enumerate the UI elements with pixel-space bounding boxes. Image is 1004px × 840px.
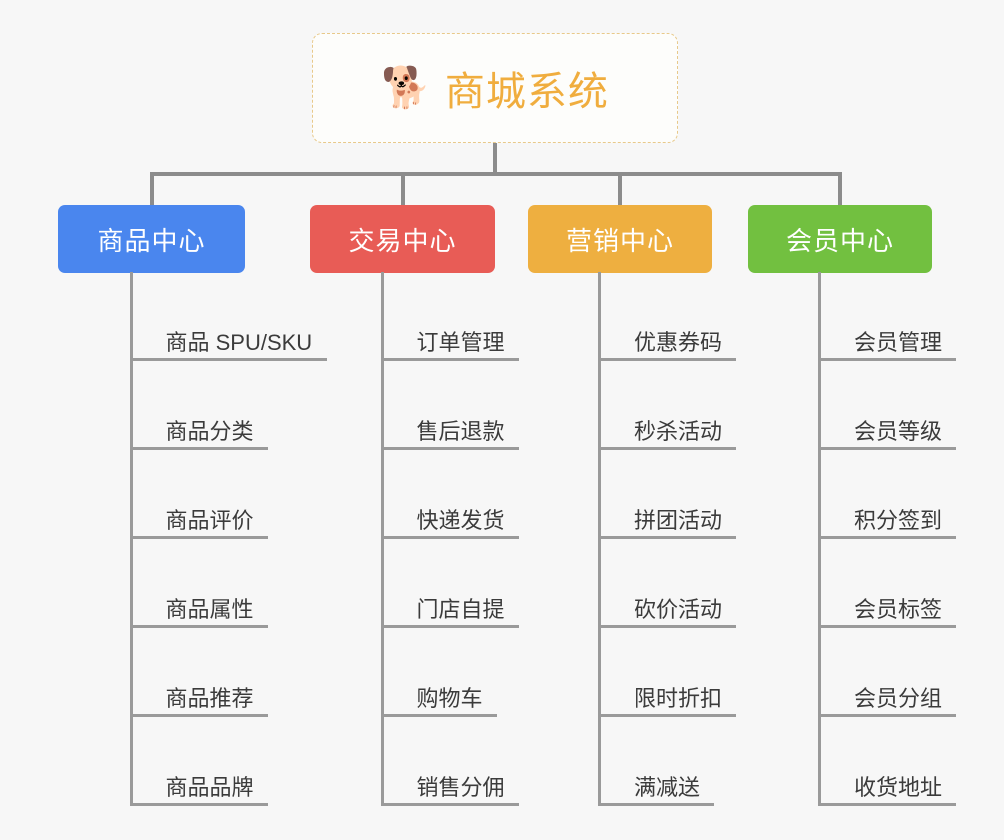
leaf-item-underline: [601, 358, 736, 361]
leaf-item[interactable]: 满减送: [601, 717, 700, 806]
column-spine: [129, 272, 133, 806]
leaf-item[interactable]: 会员管理: [821, 272, 942, 361]
branch-drop-connector-4: [838, 172, 842, 205]
leaf-item[interactable]: 积分签到: [821, 450, 942, 539]
category-label: 商品中心: [97, 225, 206, 256]
leaf-item[interactable]: 商品品牌: [133, 717, 254, 806]
root-stem-connector: [493, 143, 497, 176]
branch-drop-connector-3: [618, 172, 622, 205]
leaf-item[interactable]: 优惠券码: [601, 272, 722, 361]
horizontal-bus-connector: [149, 172, 842, 176]
leaf-item-underline: [821, 358, 956, 361]
leaf-item[interactable]: 会员分组: [821, 628, 942, 717]
leaf-item-label: 商品品牌: [165, 774, 254, 800]
leaf-item[interactable]: 订单管理: [384, 272, 505, 361]
category-box-1[interactable]: 商品中心: [58, 205, 245, 273]
leaf-item[interactable]: 拼团活动: [601, 450, 722, 539]
leaf-item-label: 会员管理: [854, 329, 943, 355]
leaf-item-label: 秒杀活动: [634, 418, 723, 444]
leaf-item-underline: [601, 536, 736, 539]
leaf-item-underline: [132, 714, 268, 717]
root-title: 商城系统: [444, 70, 609, 114]
leaf-item-label: 商品评价: [165, 507, 254, 533]
leaf-item-underline: [821, 625, 956, 628]
leaf-item-label: 满减送: [634, 774, 701, 800]
leaf-item-underline: [601, 447, 736, 450]
leaf-item-label: 拼团活动: [634, 507, 723, 533]
leaf-item-label: 砍价活动: [634, 596, 723, 622]
leaf-item-underline: [601, 803, 714, 806]
column-spine: [818, 272, 821, 806]
leaf-item-label: 订单管理: [416, 329, 505, 355]
leaf-item-label: 门店自提: [416, 596, 505, 622]
branch-drop-connector-2: [400, 172, 405, 205]
leaf-item-underline: [821, 536, 956, 539]
leaf-item-underline: [601, 625, 736, 628]
leaf-item[interactable]: 会员等级: [821, 361, 942, 450]
leaf-item-label: 商品分类: [165, 418, 254, 444]
leaf-item[interactable]: 快递发货: [384, 450, 505, 539]
leaf-item[interactable]: 限时折扣: [601, 628, 722, 717]
leaf-item[interactable]: 秒杀活动: [601, 361, 722, 450]
leaf-item[interactable]: 商品属性: [133, 539, 254, 628]
leaf-item[interactable]: 商品 SPU/SKU: [133, 272, 313, 361]
leaf-item-underline: [383, 625, 519, 628]
category-box-3[interactable]: 营销中心: [528, 205, 712, 273]
leaf-item-underline: [132, 625, 268, 628]
leaf-item-label: 商品推荐: [165, 685, 254, 711]
branch-drop-connector-1: [149, 172, 154, 205]
leaf-item-underline: [383, 803, 519, 806]
leaf-item[interactable]: 购物车: [384, 628, 483, 717]
leaf-item[interactable]: 销售分佣: [384, 717, 505, 806]
category-box-2[interactable]: 交易中心: [310, 205, 495, 273]
leaf-item-label: 商品 SPU/SKU: [165, 329, 313, 355]
leaf-item-underline: [821, 447, 956, 450]
leaf-item-underline: [383, 714, 497, 717]
shiba-dog-icon: 🐕: [381, 66, 431, 110]
leaf-item-underline: [821, 803, 956, 806]
leaf-item-label: 快递发货: [416, 507, 505, 533]
leaf-item-label: 限时折扣: [634, 685, 723, 711]
category-label: 会员中心: [785, 225, 894, 256]
leaf-item-underline: [383, 358, 519, 361]
leaf-item-label: 售后退款: [416, 418, 505, 444]
leaf-item-underline: [132, 358, 327, 361]
column-spine: [598, 272, 601, 806]
leaf-item-label: 销售分佣: [416, 774, 505, 800]
column-spine: [380, 272, 384, 806]
category-label: 交易中心: [348, 225, 457, 256]
leaf-item-label: 会员标签: [854, 596, 943, 622]
leaf-item-label: 购物车: [416, 685, 483, 711]
leaf-item-underline: [821, 714, 956, 717]
leaf-item[interactable]: 商品评价: [133, 450, 254, 539]
leaf-item-underline: [383, 536, 519, 539]
leaf-item-label: 会员等级: [854, 418, 943, 444]
leaf-item-label: 收货地址: [854, 774, 943, 800]
category-box-4[interactable]: 会员中心: [748, 205, 932, 273]
leaf-item-label: 优惠券码: [634, 329, 723, 355]
leaf-item[interactable]: 门店自提: [384, 539, 505, 628]
leaf-item-underline: [132, 803, 268, 806]
category-label: 营销中心: [565, 225, 674, 256]
leaf-item[interactable]: 售后退款: [384, 361, 505, 450]
leaf-item[interactable]: 收货地址: [821, 717, 942, 806]
leaf-item-label: 积分签到: [854, 507, 943, 533]
leaf-item[interactable]: 砍价活动: [601, 539, 722, 628]
leaf-item[interactable]: 商品推荐: [133, 628, 254, 717]
leaf-item[interactable]: 商品分类: [133, 361, 254, 450]
leaf-item-underline: [601, 714, 736, 717]
leaf-item[interactable]: 会员标签: [821, 539, 942, 628]
root-node[interactable]: 🐕 商城系统: [312, 33, 678, 143]
leaf-item-label: 会员分组: [854, 685, 943, 711]
leaf-item-underline: [383, 447, 519, 450]
leaf-item-underline: [132, 447, 268, 450]
leaf-item-underline: [132, 536, 268, 539]
leaf-item-label: 商品属性: [165, 596, 254, 622]
